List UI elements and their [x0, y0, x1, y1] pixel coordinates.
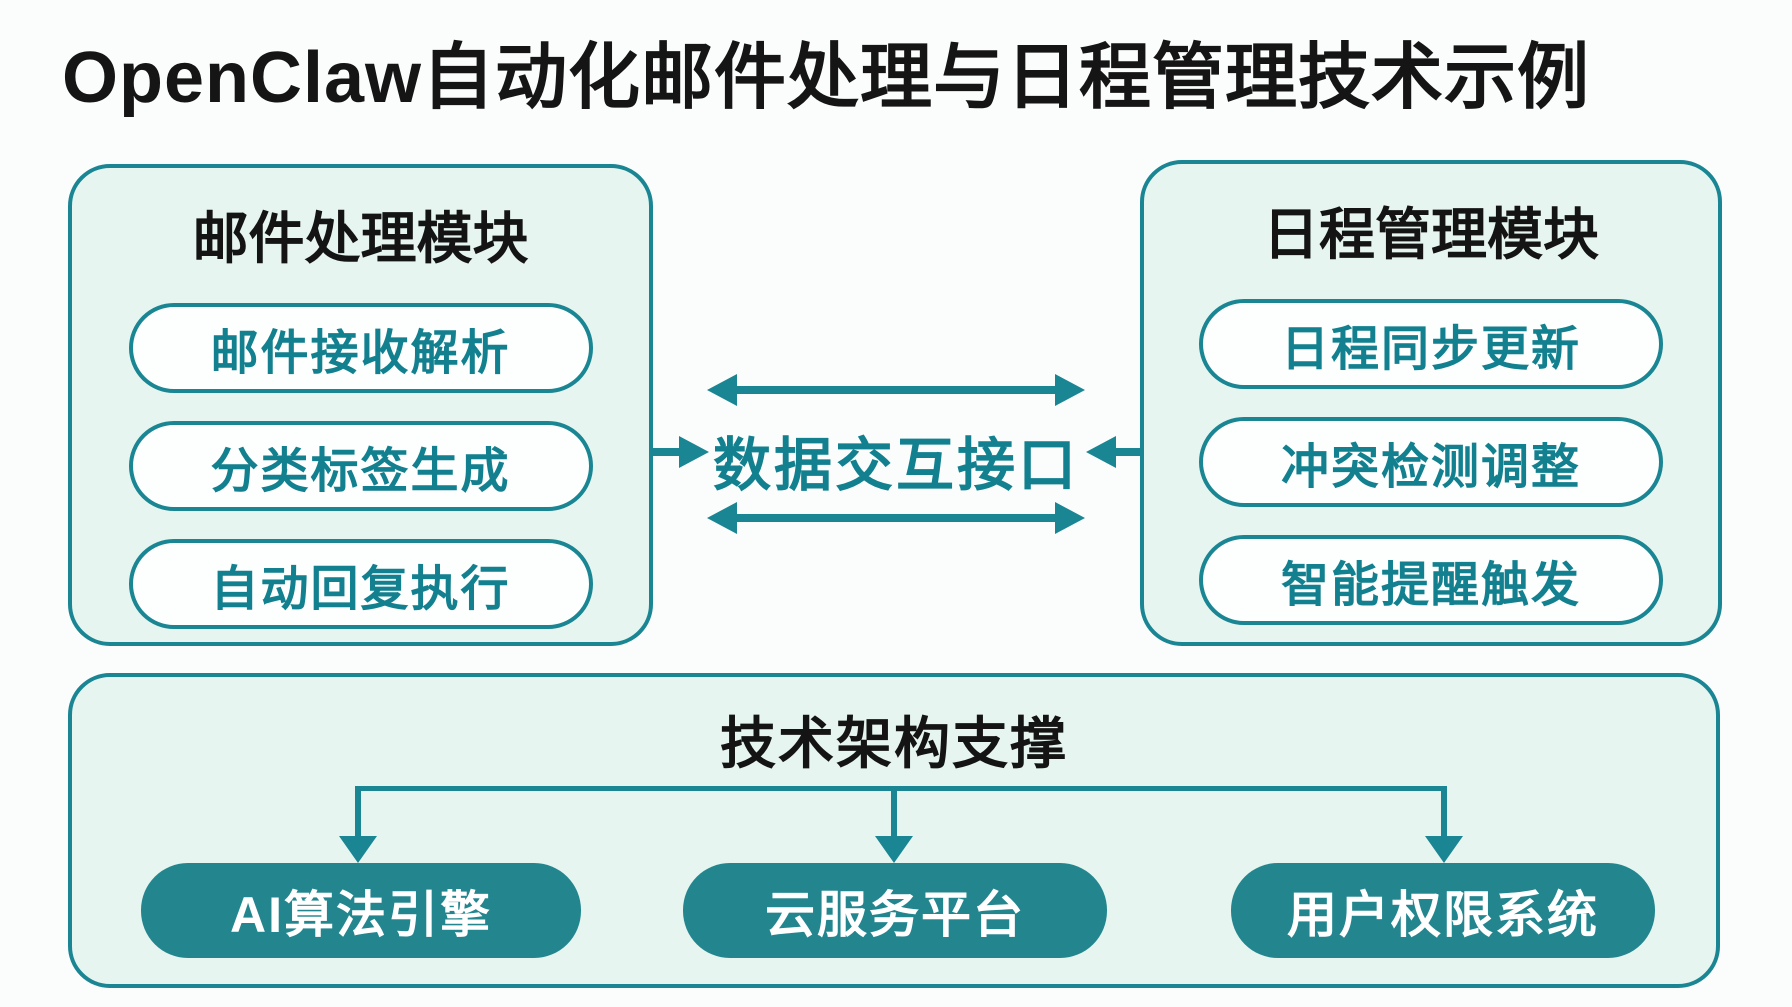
schedule-module-title: 日程管理模块: [1263, 203, 1599, 266]
down-arrowhead-middle-icon: [875, 836, 913, 863]
arrowhead-right-icon: [1055, 502, 1085, 534]
arrowhead-left-icon: [707, 374, 737, 406]
arrow-shaft: [733, 386, 1059, 394]
architecture-item-ai-engine: AI算法引擎: [141, 863, 581, 958]
connector-horizontal-line: [358, 786, 1446, 791]
double-arrow-top-icon: [707, 374, 1085, 406]
down-arrowhead-right-icon: [1425, 836, 1463, 863]
connector-stem-right: [1441, 786, 1447, 838]
email-module-title: 邮件处理模块: [192, 207, 529, 270]
schedule-module-item-smart-reminder: 智能提醒触发: [1199, 535, 1663, 625]
arrowhead-right-icon: [679, 436, 709, 468]
architecture-item-user-permission: 用户权限系统: [1231, 863, 1655, 958]
connector-stem-middle: [891, 786, 897, 838]
email-module-item-receive-parse: 邮件接收解析: [128, 303, 593, 393]
data-interface-label: 数据交互接口: [712, 433, 1079, 498]
arrow-from-email-module-icon: [653, 436, 709, 468]
email-module-item-auto-reply: 自动回复执行: [128, 539, 593, 629]
arrowhead-right-icon: [1055, 374, 1085, 406]
connector-stem-left: [355, 786, 361, 838]
email-module-item-label-generate: 分类标签生成: [128, 421, 593, 511]
arrow-shaft: [1110, 448, 1142, 456]
architecture-item-cloud-platform: 云服务平台: [683, 863, 1107, 958]
schedule-module-item-conflict-detect: 冲突检测调整: [1199, 417, 1663, 507]
email-module-box: 邮件处理模块 邮件接收解析 分类标签生成 自动回复执行: [68, 164, 653, 646]
arrow-shaft: [733, 514, 1059, 522]
double-arrow-bottom-icon: [707, 502, 1085, 534]
schedule-module-box: 日程管理模块 日程同步更新 冲突检测调整 智能提醒触发: [1140, 160, 1722, 646]
page-title: OpenClaw自动化邮件处理与日程管理技术示例: [62, 38, 1591, 118]
arrow-shaft: [653, 448, 685, 456]
arrowhead-left-icon: [707, 502, 737, 534]
schedule-module-item-sync-update: 日程同步更新: [1199, 299, 1663, 389]
architecture-title: 技术架构支撑: [720, 712, 1068, 775]
down-arrowhead-left-icon: [339, 836, 377, 863]
arrow-from-schedule-module-icon: [1086, 436, 1142, 468]
